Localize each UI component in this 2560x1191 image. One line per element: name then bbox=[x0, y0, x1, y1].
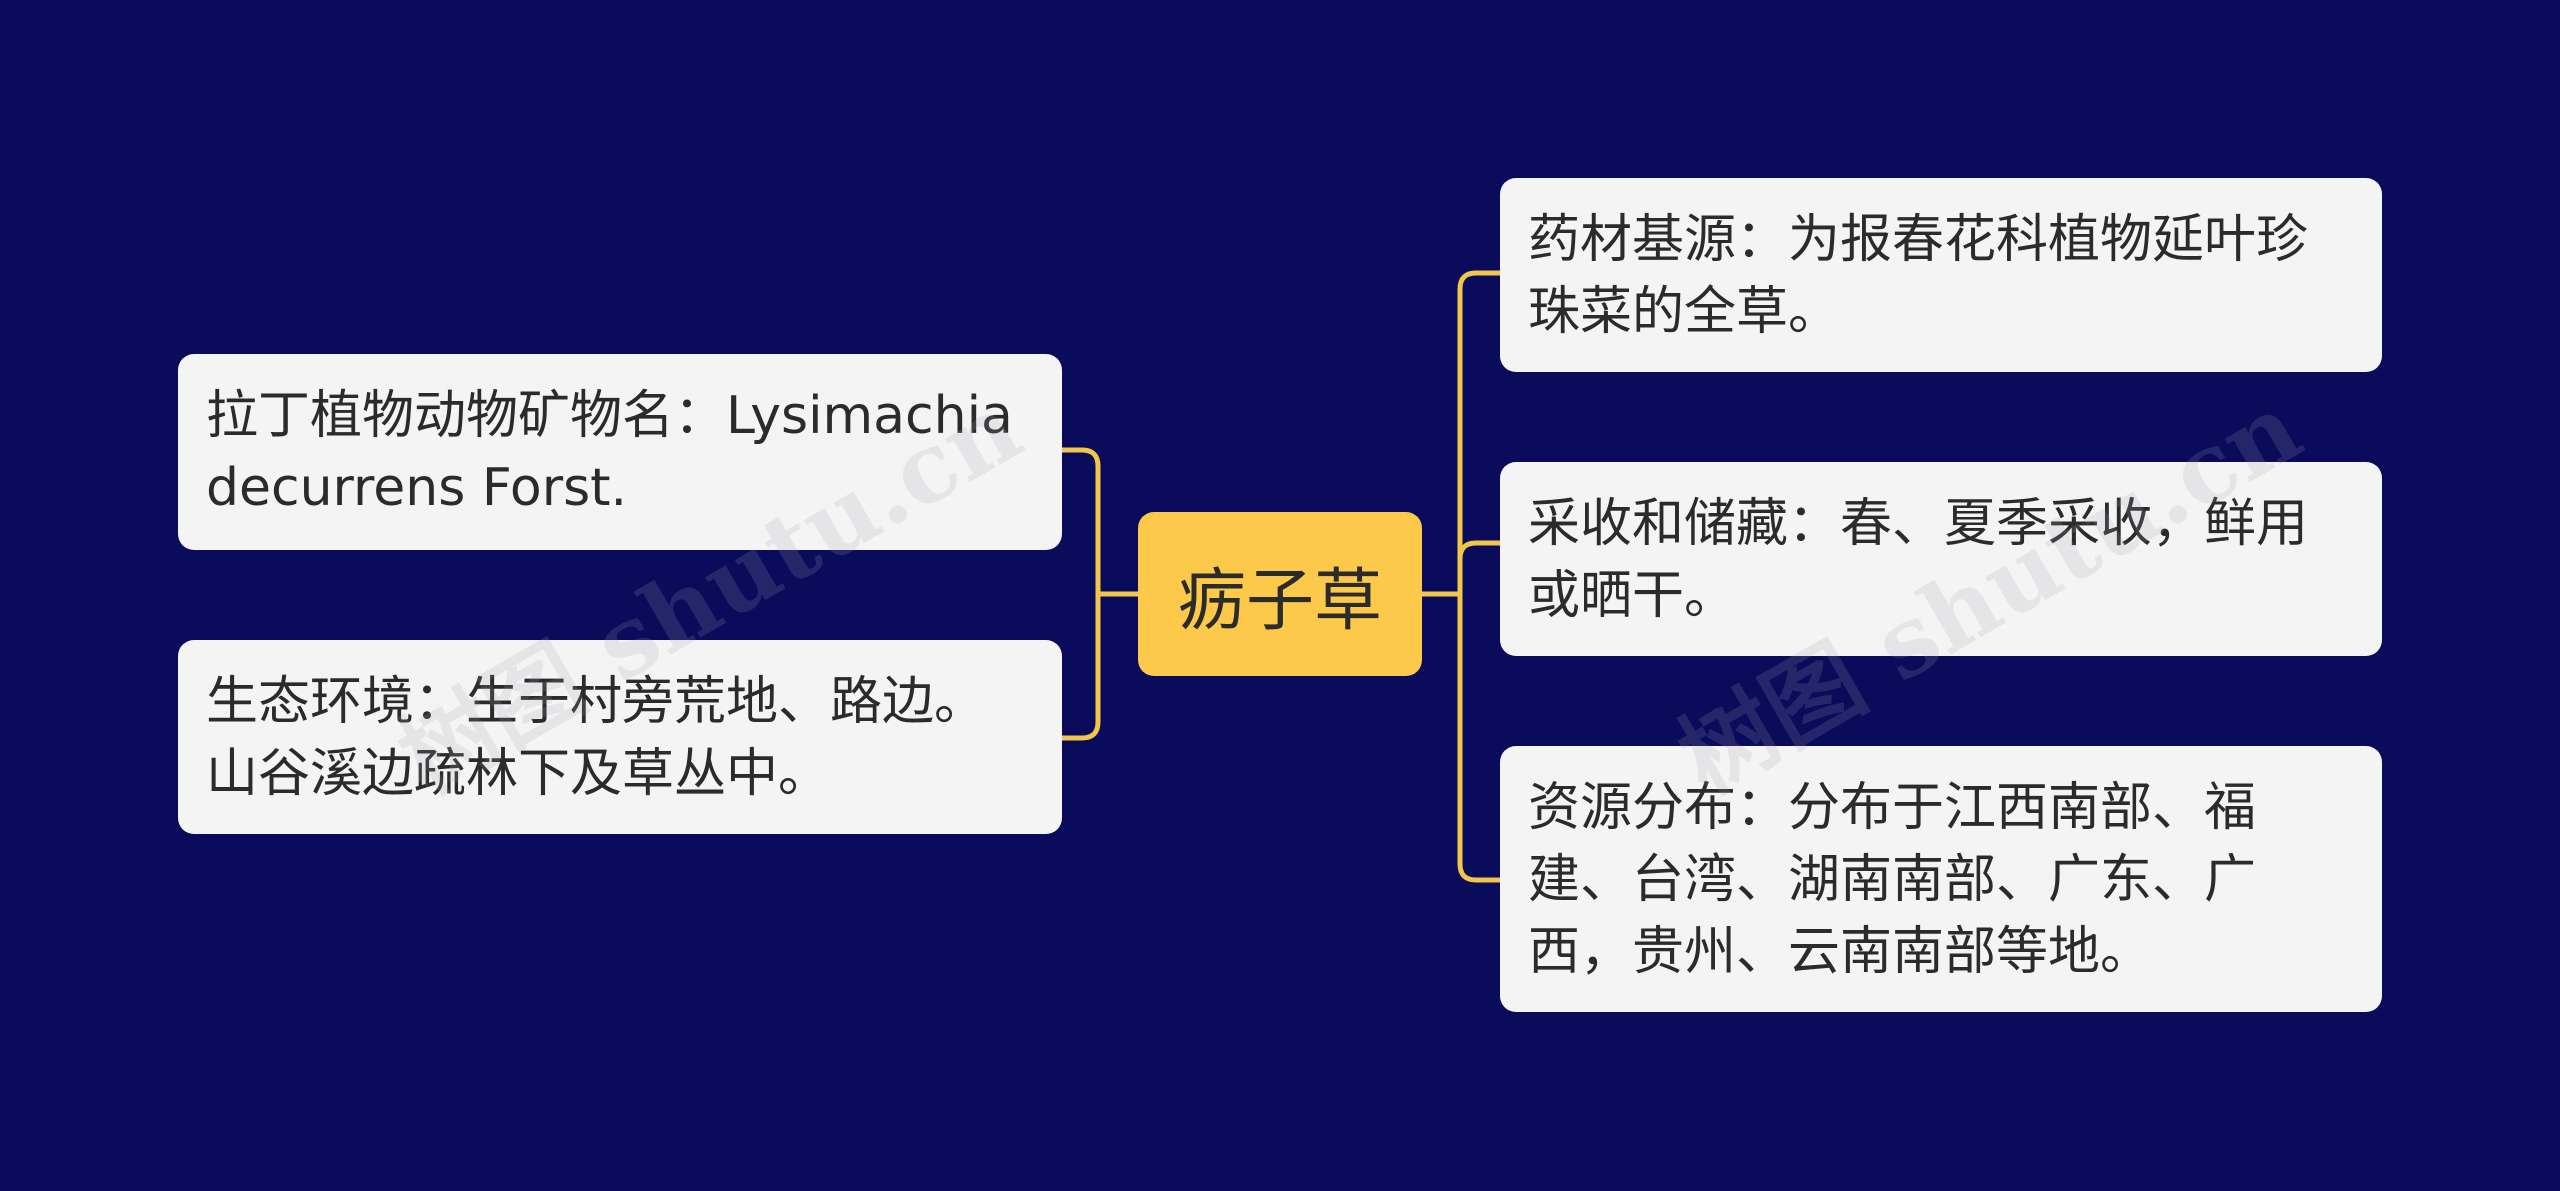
left-connector bbox=[1059, 447, 1141, 741]
right-node-distribution-text: 资源分布：分布于江西南部、福建、台湾、湖南南部、广东、广西，贵州、云南南部等地。 bbox=[1528, 778, 2257, 982]
central-topic: 疬子草 bbox=[1138, 512, 1422, 676]
right-node-source: 药材基源：为报春花科植物延叶珍珠菜的全草。 bbox=[1500, 178, 2382, 372]
left-node-latin-name: 拉丁植物动物矿物名：Lysimachia decurrens Forst. bbox=[178, 354, 1062, 550]
right-node-source-text: 药材基源：为报春花科植物延叶珍珠菜的全草。 bbox=[1528, 210, 2309, 342]
right-node-distribution: 资源分布：分布于江西南部、福建、台湾、湖南南部、广东、广西，贵州、云南南部等地。 bbox=[1500, 746, 2382, 1012]
right-node-harvest-text: 采收和储藏：春、夏季采收，鲜用或晒干。 bbox=[1528, 494, 2309, 626]
right-node-harvest: 采收和储藏：春、夏季采收，鲜用或晒干。 bbox=[1500, 462, 2382, 656]
left-node-habitat: 生态环境：生于村旁荒地、路边。山谷溪边疏林下及草丛中。 bbox=[178, 640, 1062, 834]
central-topic-label: 疬子草 bbox=[1177, 561, 1382, 641]
right-connector bbox=[1419, 270, 1503, 883]
left-node-latin-name-text: 拉丁植物动物矿物名：Lysimachia decurrens Forst. bbox=[206, 386, 1013, 518]
left-node-habitat-text: 生态环境：生于村旁荒地、路边。山谷溪边疏林下及草丛中。 bbox=[206, 672, 987, 804]
